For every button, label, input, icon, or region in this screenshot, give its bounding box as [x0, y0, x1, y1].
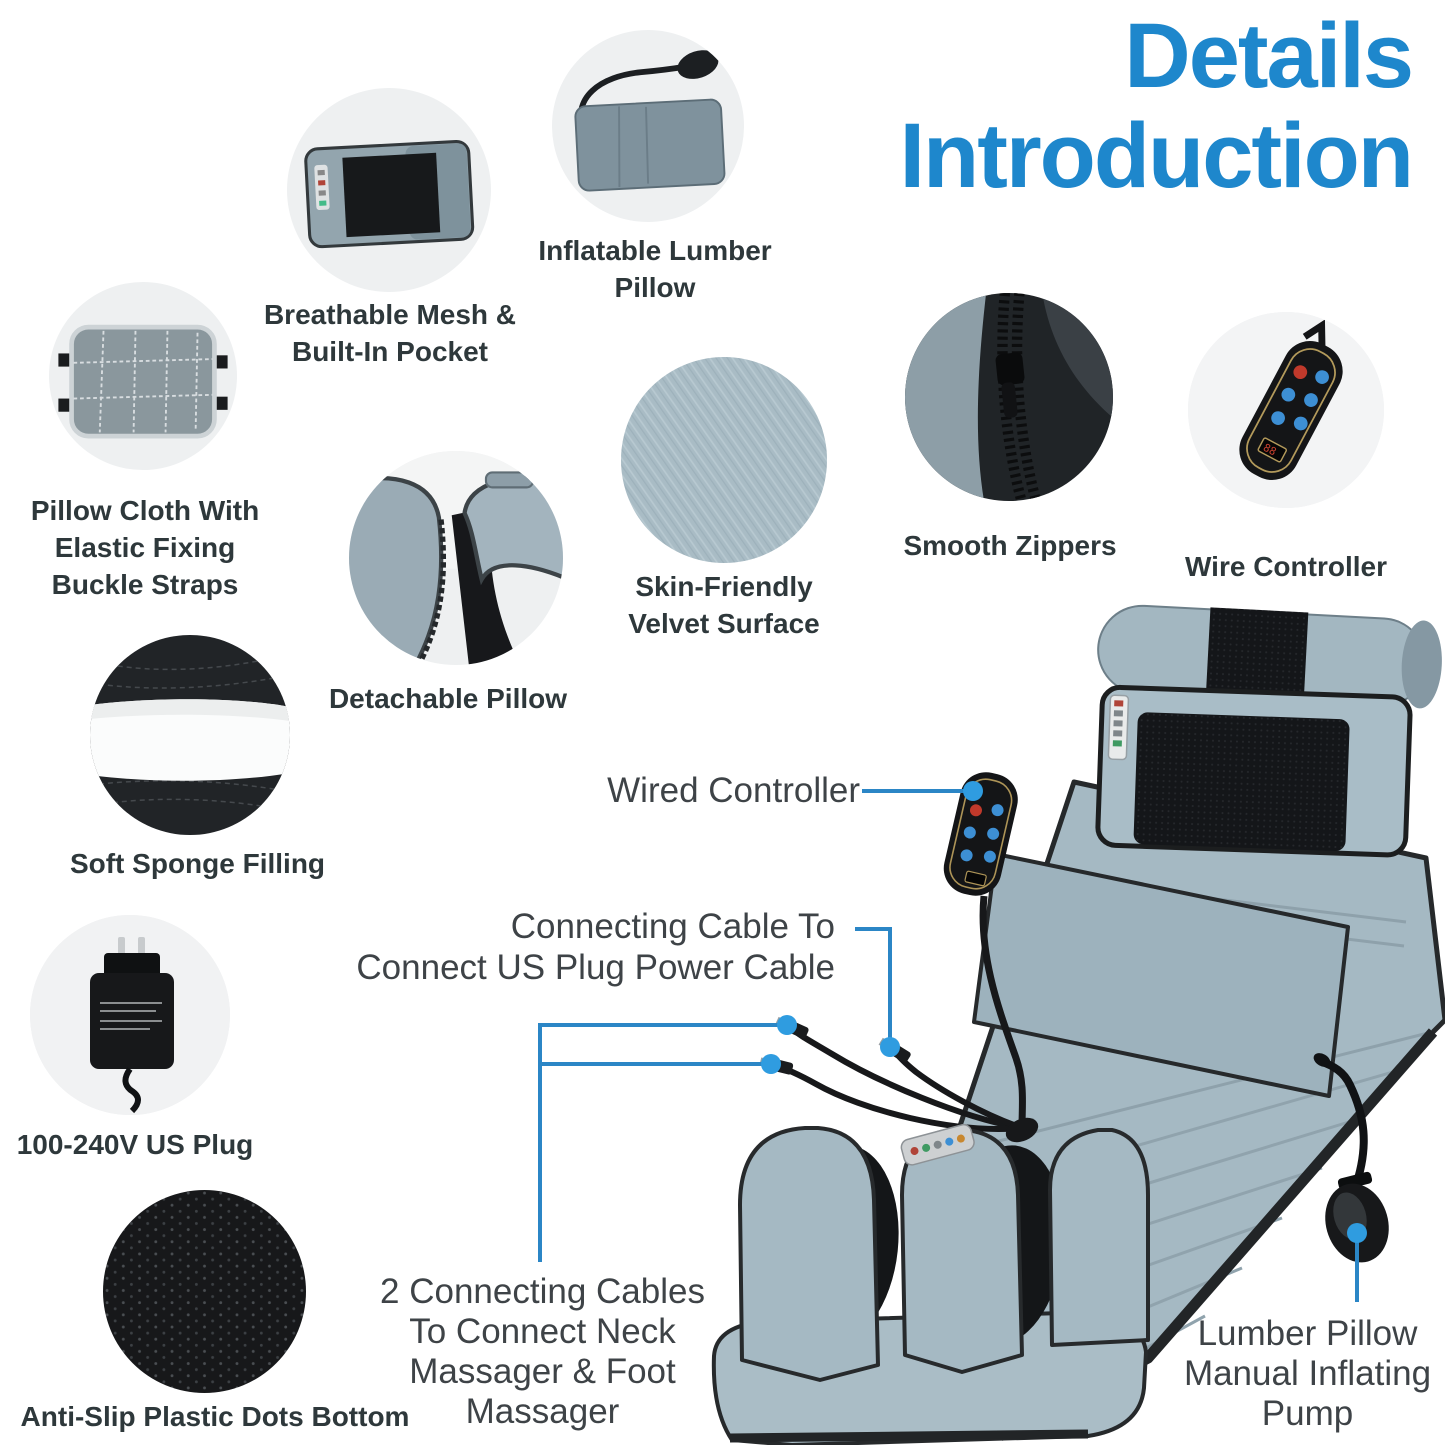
sponge-roll-illustration: [90, 635, 290, 835]
dots-texture-illustration: [103, 1190, 306, 1393]
feature-label-wire-controller: Wire Controller: [1185, 551, 1387, 582]
lumbar-flap: [972, 852, 1350, 1098]
anti-slip-photo: [103, 1190, 306, 1393]
inflatable-lumber-photo: [552, 30, 744, 222]
smooth-zippers-photo: [905, 293, 1113, 501]
pillow-with-mesh-illustration: [304, 140, 475, 249]
quilted-cloth-illustration: [58, 324, 228, 439]
detachable-pillow-photo: [349, 451, 563, 665]
svg-text:88: 88: [1261, 441, 1279, 459]
soft-sponge-photo: [90, 635, 290, 835]
wire-controller-photo: 88: [1188, 312, 1384, 508]
callout-label-pump: Lumber Pillow Manual Inflating Pump: [1183, 1314, 1432, 1433]
feature-label-soft-sponge: Soft Sponge Filling: [69, 848, 326, 879]
feature-label-pillow-cloth: Pillow Cloth With Elastic Fixing Buckle …: [30, 495, 260, 600]
feature-label-velvet-surface: Skin-Friendly Velvet Surface: [628, 571, 820, 639]
remote-controller-illustration: 88: [1188, 312, 1384, 508]
feature-label-detachable-pillow: Detachable Pillow: [328, 683, 568, 714]
massage-mat-image: [711, 604, 1445, 1445]
feature-label-inflatable-lumber: Inflatable Lumber Pillow: [538, 235, 772, 303]
remote-controller: [943, 772, 1026, 1129]
page-title-line2: Introduction: [899, 105, 1414, 207]
zipper-closeup-illustration: [905, 293, 1113, 501]
power-adapter-illustration: [30, 915, 230, 1115]
velvet-surface-photo: [621, 357, 827, 563]
callout-label-wired-controller: Wired Controller: [607, 771, 860, 810]
unzipped-pillow-illustration: [349, 451, 563, 665]
page-title-line1: Details: [1124, 5, 1414, 107]
neck-pillow: [1095, 684, 1413, 858]
feature-label-smooth-zippers: Smooth Zippers: [903, 530, 1117, 561]
us-plug-photo: [30, 915, 230, 1115]
feature-label-breathable-mesh: Breathable Mesh & Built-In Pocket: [263, 299, 517, 367]
velvet-texture-illustration: [621, 357, 827, 563]
breathable-mesh-photo: [287, 88, 491, 292]
page-title: Details Introduction: [560, 5, 1414, 207]
lumbar-pillow-pump-illustration: [574, 50, 726, 192]
feature-label-us-plug: 100-240V US Plug: [16, 1129, 254, 1160]
pillow-cloth-photo: [49, 282, 237, 470]
callout-label-connecting-cable: Connecting Cable To Connect US Plug Powe…: [356, 907, 835, 987]
callout-label-two-cables: 2 Connecting Cables To Connect Neck Mass…: [380, 1272, 705, 1431]
feature-label-anti-slip: Anti-Slip Plastic Dots Bottom: [20, 1401, 410, 1432]
foot-massager: [711, 1123, 1150, 1445]
